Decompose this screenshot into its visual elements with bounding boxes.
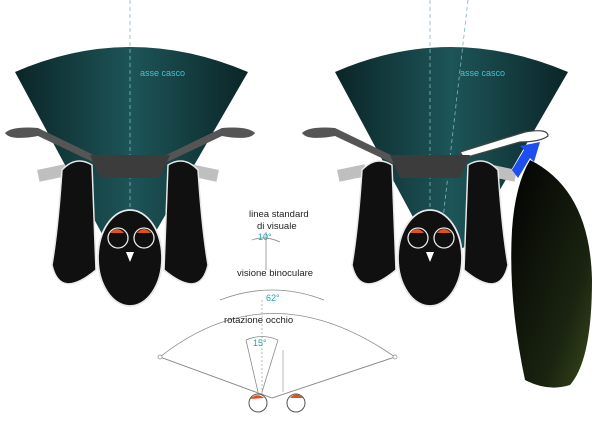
right-handlebar-mirror [459,130,549,159]
eye-rotation-sector [159,313,396,399]
left-grip-left [37,164,67,182]
vision-angles-diagram: linea standard di visuale 10° visione bi… [157,209,398,413]
left-helmet-axis-label: asse casco [140,68,185,78]
left-instrument-cluster [90,155,170,178]
diagram-eyes [248,393,306,413]
standard-line-label-1: linea standard [249,209,309,220]
left-rider-arm-left [51,160,97,285]
left-visor-cone [15,47,248,252]
left-rider-figure: asse casco [5,0,255,307]
left-handlebar-left [5,127,100,164]
standard-line-label-2: di visuale [257,221,297,232]
left-rider-nose [126,252,134,262]
right-grip-left [337,164,367,182]
right-rider-arm-right [463,160,509,285]
left-handlebar-right [160,127,255,164]
right-rotated-axis-line [439,0,469,246]
binocular-vision-label: visione binoculare [237,268,313,279]
binocular-vision-sector [219,289,325,301]
standard-angle-value: 10° [258,232,272,242]
right-rider-arm-left [351,160,397,285]
eye-rotation-label: rotazione occhio [224,315,293,326]
standard-view-sector [251,237,281,243]
right-visor-cone [335,47,568,252]
rotation-angle-value: 15° [253,338,267,348]
blind-spot-area [511,160,592,388]
left-rider-arm-right [163,160,209,285]
right-rider-eyes [407,227,455,249]
right-handlebar-left [302,127,397,164]
right-instrument-cluster [390,155,470,178]
right-helmet-axis-label: asse casco [460,68,505,78]
left-rider-eyes [107,227,155,249]
right-rider-nose [426,252,434,262]
binocular-angle-value: 62° [266,293,280,303]
right-rider-figure: asse casco [302,0,592,388]
blind-spot-arrow-icon [512,142,540,178]
